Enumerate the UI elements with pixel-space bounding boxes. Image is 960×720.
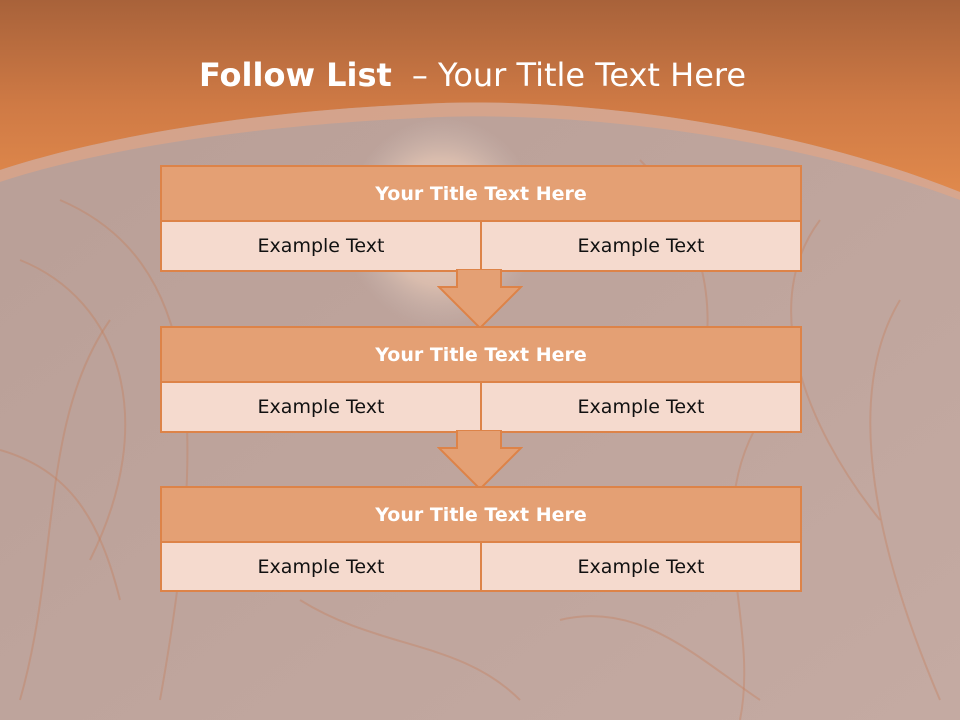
step-2-cell-right: Example Text [480,383,800,431]
step-title-3: Your Title Text Here [162,488,800,543]
down-arrow-icon [437,269,523,330]
slide-title-bold: Follow List [198,56,392,94]
step-box-3: Your Title Text Here Example Text Exampl… [160,486,802,592]
step-title-1: Your Title Text Here [162,167,800,222]
step-box-1: Your Title Text Here Example Text Exampl… [160,165,802,272]
step-2-cell-left: Example Text [257,396,385,418]
down-arrow-icon [437,430,523,491]
slide-title-rest: – Your Title Text Here [411,56,747,94]
step-1-cell-left: Example Text [257,235,385,257]
step-row-2: Example Text Example Text [162,383,800,431]
step-box-2: Your Title Text Here Example Text Exampl… [160,326,802,433]
step-3-cell-right: Example Text [480,543,800,590]
step-row-1: Example Text Example Text [162,222,800,270]
step-1-cell-right: Example Text [480,222,800,270]
slide-title: Follow List – Your Title Text Here [0,52,945,98]
step-title-2: Your Title Text Here [162,328,800,383]
step-3-cell-left: Example Text [257,555,385,578]
step-row-3: Example Text Example Text [162,543,800,590]
